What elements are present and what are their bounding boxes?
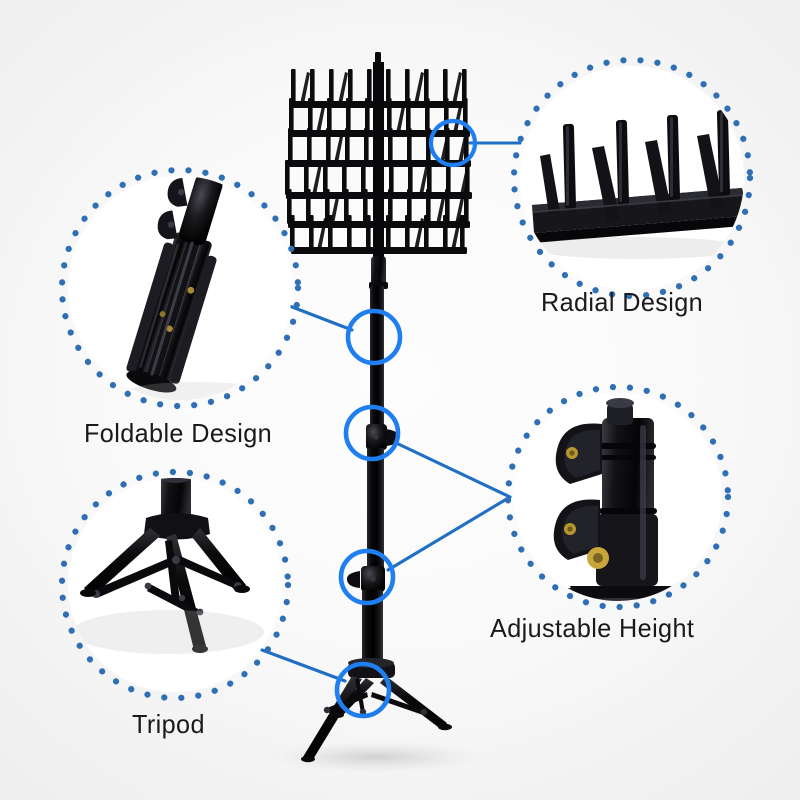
feature-markers[interactable] [334,118,478,719]
callout-label-tripod: Tripod [132,709,205,739]
product-illustration [266,52,486,773]
lower-clamp [346,566,385,592]
tripod-brace [371,692,424,715]
callout-label-foldable-design: Foldable Design [84,418,273,448]
tripod-leg [380,676,447,730]
callout-dotted-ring [504,383,732,611]
callout-photo-adjustable [514,393,722,601]
rack-bar [291,69,467,108]
connector-adjustable-lower [386,495,512,572]
callout-adjustable-height[interactable] [504,383,732,618]
rack-center-spine [373,62,384,258]
connector-lines [260,141,522,683]
callout-photo-foldable [68,176,292,400]
callout-photo-tripod [68,478,282,692]
tripod-brace [355,678,365,713]
rack-top-cap [375,52,381,64]
rack-bar [285,160,472,199]
clamp-lever-upper [555,423,602,484]
connector-foldable [285,303,354,332]
telescoping-pole [346,256,400,672]
callout-foldable-design[interactable] [58,147,302,410]
marker-radial-tray[interactable] [428,118,478,168]
callout-label-radial-design: Radial Design [541,287,704,317]
callout-dotted-ring [58,166,302,410]
callout-photo-radial [520,66,744,290]
callout-dotted-ring [510,56,754,300]
tripod-leg [303,676,362,761]
callout-radial-design[interactable] [510,56,754,300]
marker-tripod-hub[interactable] [334,661,392,719]
callout-dotted-ring [58,468,292,702]
marker-upper-clamp[interactable] [343,404,401,462]
callout-label-adjustable-height: Adjustable Height [490,613,695,643]
connector-tripod [260,648,347,683]
clamp-lever-lower [553,499,600,560]
rack-bar [290,215,467,254]
tripod-brace [327,692,368,713]
radial-rack [285,52,472,258]
connector-adjustable-upper [390,439,512,499]
marker-lower-clamp[interactable] [338,548,396,606]
callout-tripod[interactable] [58,468,292,702]
marker-upper-pole[interactable] [345,308,403,366]
ground-shadow [266,741,486,773]
